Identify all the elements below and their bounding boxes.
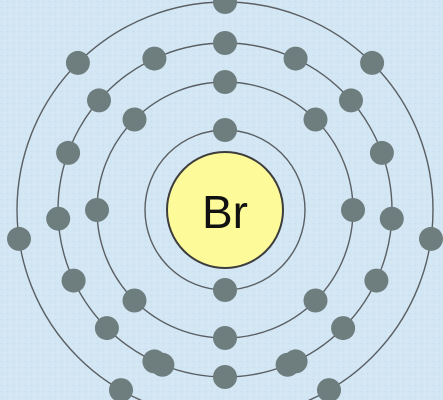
electron-shell-2-7 bbox=[85, 198, 109, 222]
electron-shell-3-7 bbox=[369, 140, 394, 165]
electron-shell-3-4 bbox=[142, 46, 167, 71]
electron-shell-3-5 bbox=[339, 88, 363, 113]
electron-shell-3-1 bbox=[213, 31, 237, 55]
electron-shell-4-1 bbox=[213, 0, 237, 14]
electron-shell-2-1 bbox=[213, 70, 237, 94]
nucleus-circle bbox=[166, 151, 284, 269]
electron-shell-3-14 bbox=[94, 316, 119, 341]
electron-shell-4-3 bbox=[419, 226, 443, 251]
electrons bbox=[7, 0, 443, 400]
electron-shell-3-3 bbox=[283, 46, 308, 71]
electron-shell-3-13 bbox=[331, 316, 356, 341]
electron-shell-3-17 bbox=[275, 352, 300, 377]
electron-shell-4-4 bbox=[317, 378, 341, 400]
electron-shell-3-18 bbox=[150, 352, 175, 377]
electron-shell-2-6 bbox=[122, 288, 147, 313]
electron-shell-2-8 bbox=[122, 107, 147, 132]
electron-shell-3-8 bbox=[56, 140, 81, 165]
element-symbol: Br bbox=[202, 186, 248, 238]
electron-shell-2-5 bbox=[213, 326, 237, 350]
electron-shell-4-5 bbox=[65, 50, 90, 75]
electron-shell-3-12 bbox=[61, 268, 86, 293]
electron-shell-1-1 bbox=[213, 118, 237, 142]
electron-shell-3-10 bbox=[46, 206, 71, 231]
electron-shell-1-2 bbox=[213, 278, 237, 302]
electron-shell-3-11 bbox=[364, 268, 389, 293]
electron-shell-4-2 bbox=[360, 50, 385, 75]
electron-shell-2-3 bbox=[341, 198, 365, 222]
electron-shell-4-6 bbox=[7, 226, 31, 251]
electron-shell-2-2 bbox=[303, 107, 328, 132]
nucleus: Br bbox=[166, 151, 284, 269]
electron-shell-4-7 bbox=[109, 378, 133, 400]
electron-shell-3-9 bbox=[379, 206, 404, 231]
electron-shell-3-6 bbox=[87, 88, 111, 113]
electron-shell-2-4 bbox=[303, 288, 328, 313]
electron-shell-3-2 bbox=[213, 365, 237, 389]
